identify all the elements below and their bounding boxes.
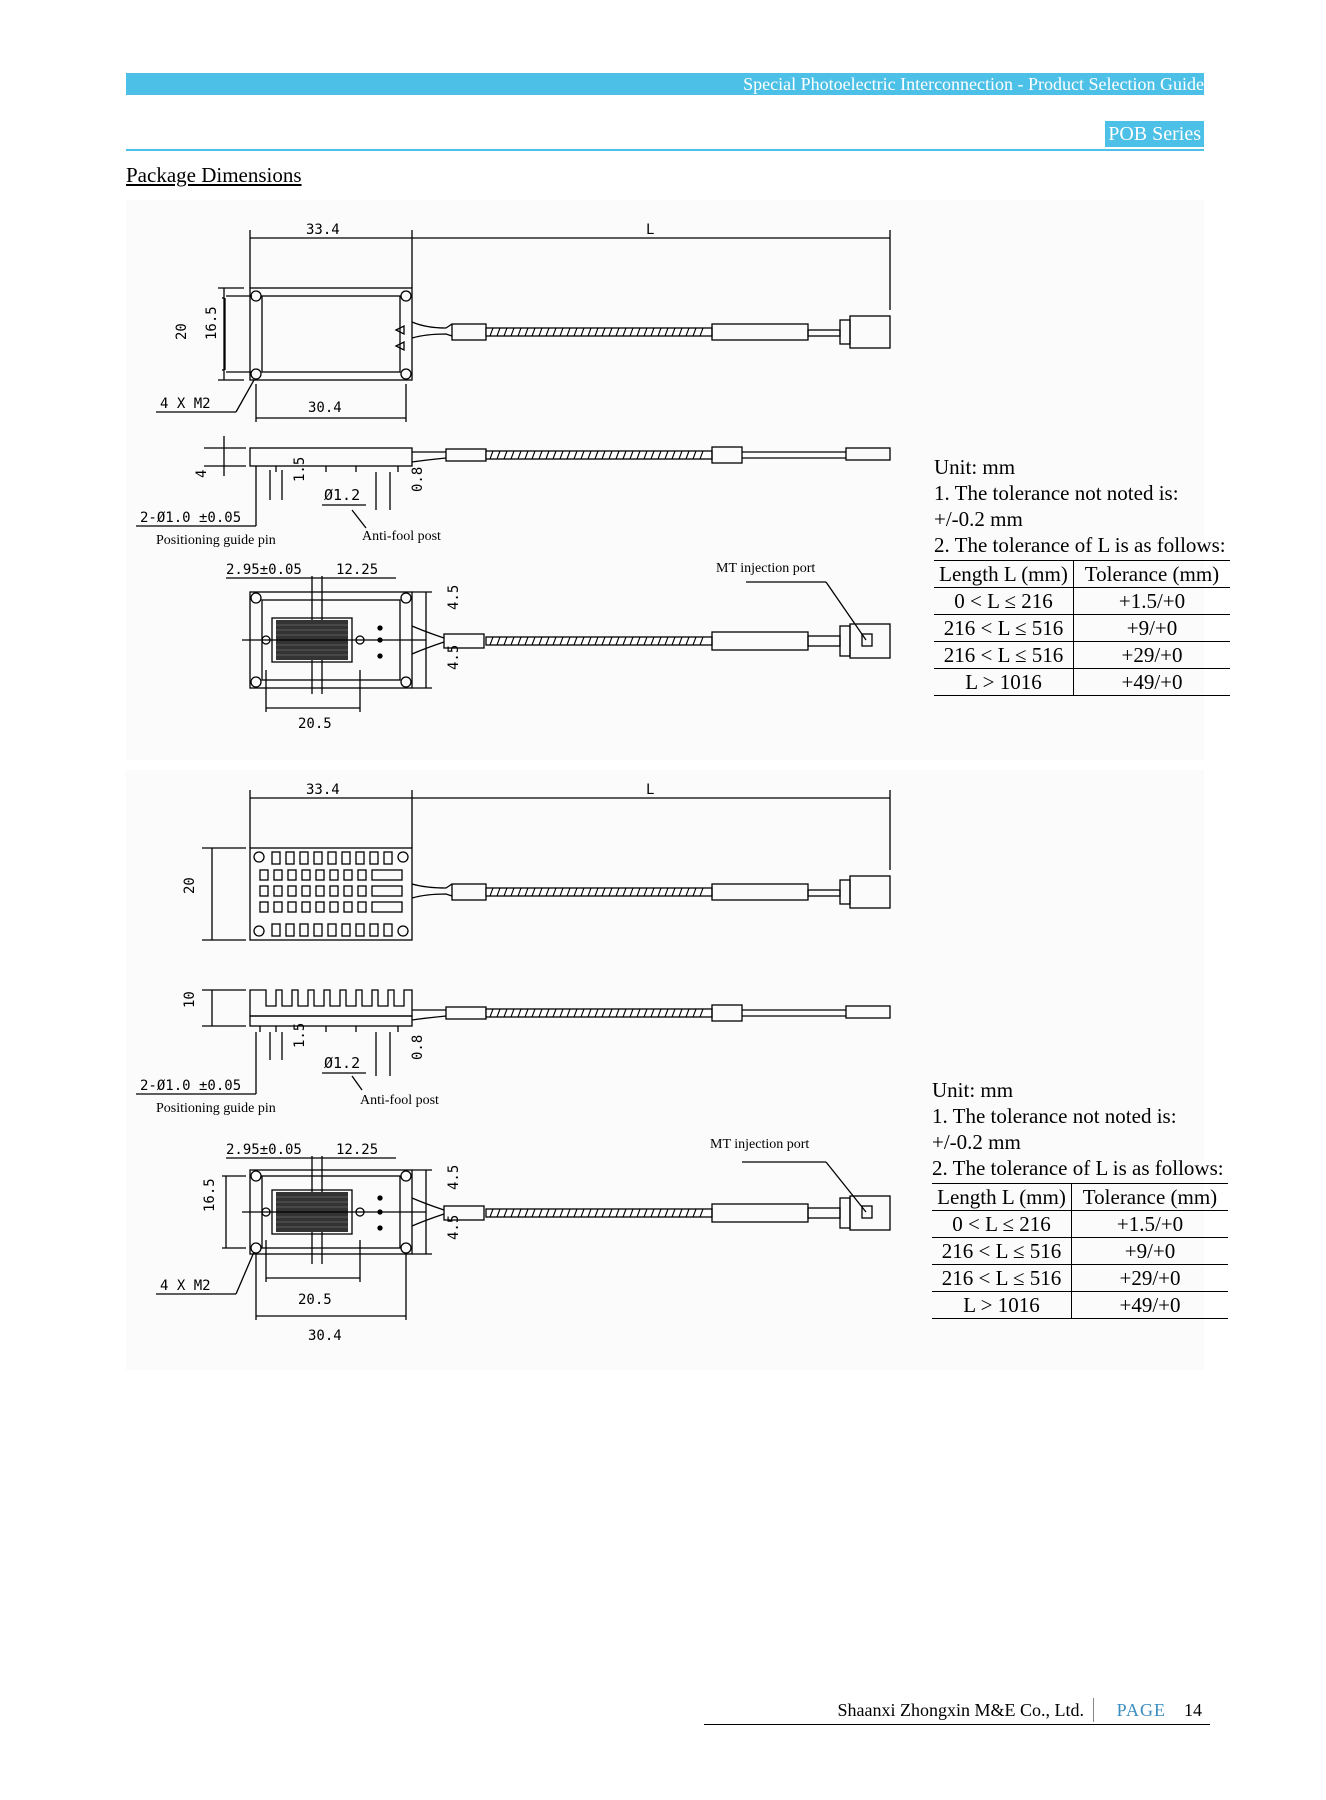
dim-20-5: 20.5 [298, 1292, 332, 1308]
dim-pin: 2-Ø1.0 ±0.05 [140, 510, 241, 526]
page-footer: Shaanxi Zhongxin M&E Co., Ltd. PAGE 14 [704, 1698, 1210, 1725]
table-row: 216 < L ≤ 516+9/+0 [934, 614, 1230, 642]
section-title: Package Dimensions [126, 163, 302, 187]
table-cell: +29/+0 [1071, 1264, 1228, 1292]
dim-2-95: 2.95±0.05 [226, 1142, 302, 1158]
footer-divider [1093, 1698, 1094, 1722]
dim-0-8: 0.8 [410, 1035, 426, 1060]
dim-phi12: Ø1.2 [324, 486, 360, 504]
dim-4-5a: 4.5 [446, 585, 462, 610]
table-cell: +1.5/+0 [1073, 587, 1230, 615]
dim-4: 4 [194, 470, 210, 478]
tolerance-note: 1. The tolerance not noted is: +/-0.2 mm [932, 1104, 1177, 1154]
dim-4-5b: 4.5 [446, 645, 462, 670]
company-name: Shaanxi Zhongxin M&E Co., Ltd. [837, 1700, 1085, 1720]
table-row: 216 < L ≤ 516+9/+0 [932, 1237, 1228, 1265]
tolerance-table: Length L (mm)Tolerance (mm) 0 < L ≤ 216+… [934, 560, 1230, 696]
label-anti-fool: Anti-fool post [362, 529, 441, 544]
table-cell: +9/+0 [1073, 614, 1230, 642]
table-cell: +49/+0 [1073, 668, 1230, 696]
dim-L: L [646, 222, 654, 238]
table-cell: 216 < L ≤ 516 [932, 1264, 1072, 1292]
dim-30-4: 30.4 [308, 400, 342, 416]
dim-4-5a: 4.5 [446, 1165, 462, 1190]
length-tolerance-note: 2. The tolerance of L is as follows: [934, 533, 1226, 557]
table-cell: 216 < L ≤ 516 [934, 641, 1074, 669]
unit-note: Unit: mm [934, 455, 1016, 479]
dim-20: 20 [182, 877, 198, 894]
dim-1-5: 1.5 [292, 457, 308, 482]
table-header-length: Length L (mm) [934, 560, 1074, 588]
header-rule [126, 149, 1204, 151]
table-cell: +1.5/+0 [1071, 1210, 1228, 1238]
table-cell: +49/+0 [1071, 1291, 1228, 1319]
table-cell: L > 1016 [934, 668, 1074, 696]
table-cell: 0 < L ≤ 216 [934, 587, 1074, 615]
table-cell: 216 < L ≤ 516 [934, 614, 1074, 642]
label-mt-port: MT injection port [710, 1137, 809, 1152]
notes-block-1: Unit: mm 1. The tolerance not noted is: … [934, 454, 1234, 696]
dim-phi12: Ø1.2 [324, 1054, 360, 1072]
tolerance-note: 1. The tolerance not noted is: +/-0.2 mm [934, 481, 1179, 531]
dim-30-4: 30.4 [308, 1328, 342, 1344]
label-guide-pin: Positioning guide pin [156, 1101, 276, 1116]
table-cell: 0 < L ≤ 216 [932, 1210, 1072, 1238]
guide-title: Special Photoelectric Interconnection - … [743, 74, 1204, 94]
dim-0-8: 0.8 [410, 467, 426, 492]
series-badge: POB Series [1105, 121, 1204, 147]
table-cell: L > 1016 [932, 1291, 1072, 1319]
table-cell: 216 < L ≤ 516 [932, 1237, 1072, 1265]
table-header-tolerance: Tolerance (mm) [1073, 560, 1230, 588]
table-row: L > 1016+49/+0 [934, 668, 1230, 696]
dim-33-4: 33.4 [306, 782, 340, 798]
dim-20: 20 [174, 323, 190, 340]
label-mt-port: MT injection port [716, 561, 815, 576]
page-number: 14 [1184, 1700, 1202, 1720]
dim-4xm2: 4 X M2 [160, 1278, 211, 1294]
label-guide-pin: Positioning guide pin [156, 533, 276, 548]
dim-33-4: 33.4 [306, 222, 340, 238]
dim-20-5: 20.5 [298, 716, 332, 732]
dim-4xm2: 4 X M2 [160, 396, 211, 412]
tolerance-table: Length L (mm)Tolerance (mm) 0 < L ≤ 216+… [932, 1183, 1228, 1319]
table-row: L > 1016+49/+0 [932, 1291, 1228, 1319]
table-row: 0 < L ≤ 216+1.5/+0 [934, 587, 1230, 615]
table-cell: +9/+0 [1071, 1237, 1228, 1265]
page-label: PAGE [1116, 1700, 1166, 1720]
length-tolerance-note: 2. The tolerance of L is as follows: [932, 1156, 1224, 1180]
dim-12-25: 12.25 [336, 562, 378, 578]
table-row: 216 < L ≤ 516+29/+0 [932, 1264, 1228, 1292]
label-anti-fool: Anti-fool post [360, 1093, 439, 1108]
table-cell: +29/+0 [1073, 641, 1230, 669]
package-drawing-1: 33.4 L 20 16.5 4 X M2 30.4 4 1.5 Ø1.2 0.… [126, 200, 1204, 760]
table-header-length: Length L (mm) [932, 1183, 1072, 1211]
header-bar: Special Photoelectric Interconnection - … [126, 73, 1204, 95]
dim-16-5: 16.5 [204, 306, 220, 340]
table-header-row: Length L (mm)Tolerance (mm) [934, 560, 1230, 588]
dim-4-5b: 4.5 [446, 1215, 462, 1240]
notes-block-2: Unit: mm 1. The tolerance not noted is: … [932, 1077, 1232, 1319]
dim-12-25: 12.25 [336, 1142, 378, 1158]
dim-L: L [646, 782, 654, 798]
dim-10: 10 [182, 991, 198, 1008]
table-row: 216 < L ≤ 516+29/+0 [934, 641, 1230, 669]
dim-16-5: 16.5 [202, 1178, 218, 1212]
dim-pin: 2-Ø1.0 ±0.05 [140, 1078, 241, 1094]
table-header-tolerance: Tolerance (mm) [1071, 1183, 1228, 1211]
table-row: 0 < L ≤ 216+1.5/+0 [932, 1210, 1228, 1238]
table-header-row: Length L (mm)Tolerance (mm) [932, 1183, 1228, 1211]
dim-2-95: 2.95±0.05 [226, 562, 302, 578]
dim-1-5: 1.5 [292, 1023, 308, 1048]
unit-note: Unit: mm [932, 1078, 1014, 1102]
